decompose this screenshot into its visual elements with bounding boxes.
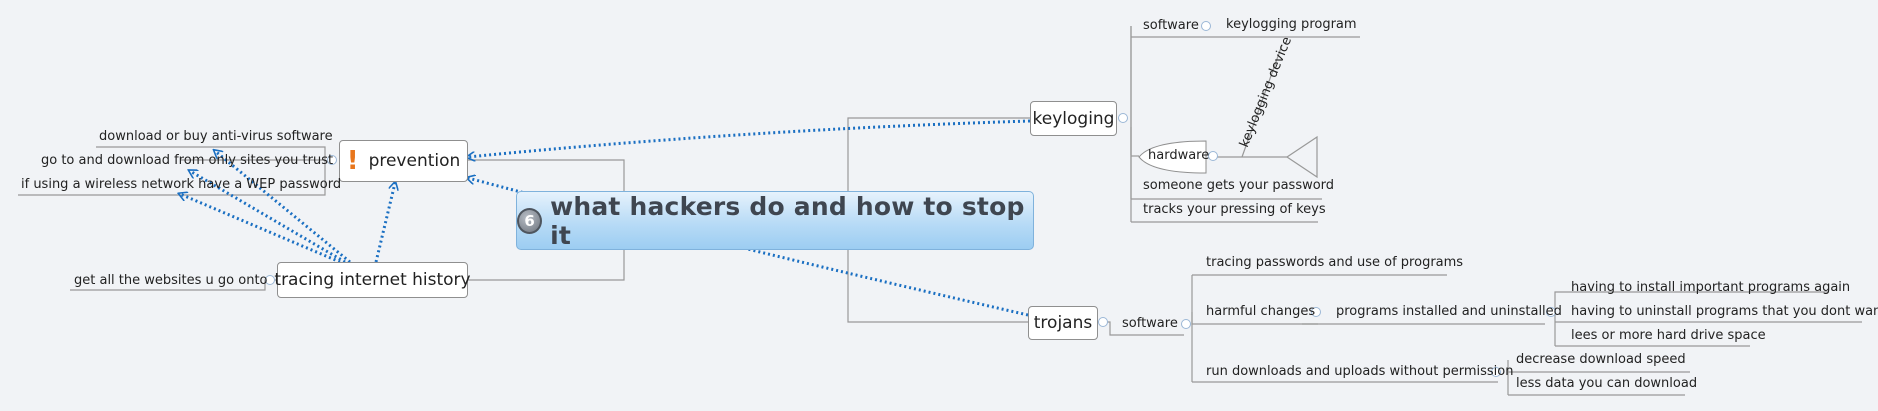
hardware-node-shape — [1138, 140, 1207, 174]
topic-trojans[interactable]: trojans — [1028, 306, 1098, 340]
topic-keyloging-label: keyloging — [1032, 108, 1115, 129]
priority-6-icon: 6 — [517, 207, 543, 234]
central-topic-title: what hackers do and how to stop it — [550, 191, 1025, 250]
program-effect-drive-space[interactable]: lees or more hard drive space — [1571, 328, 1766, 343]
program-effect-uninstall[interactable]: having to uninstall programs that you do… — [1571, 304, 1878, 319]
topic-prevention-label: prevention — [368, 151, 461, 171]
exclamation-icon: ! — [346, 146, 359, 176]
prevention-item-trusted-sites[interactable]: go to and download from only sites you t… — [41, 153, 334, 168]
keyloging-software-label[interactable]: software — [1143, 18, 1199, 33]
download-effect-speed[interactable]: decrease download speed — [1516, 352, 1686, 367]
prevention-item-wep-password[interactable]: if using a wireless network have a WEP p… — [21, 177, 342, 192]
keyloging-item-password[interactable]: someone gets your password — [1143, 178, 1335, 193]
program-effect-install[interactable]: having to install important programs aga… — [1571, 280, 1851, 295]
keyloging-item-keys[interactable]: tracks your pressing of keys — [1143, 202, 1326, 217]
trojans-item-downloads[interactable]: run downloads and uploads without permis… — [1206, 364, 1514, 379]
topic-tracing-label: tracing internet history — [274, 270, 471, 290]
prevention-item-antivirus[interactable]: download or buy anti-virus software — [99, 129, 333, 144]
topic-prevention[interactable]: ! prevention — [339, 140, 468, 182]
trojans-item-harmful[interactable]: harmful changes — [1206, 304, 1316, 319]
topic-tracing-internet-history[interactable]: tracing internet history — [274, 262, 471, 298]
topic-keyloging[interactable]: keyloging — [1030, 101, 1117, 136]
download-effect-data[interactable]: less data you can download — [1516, 376, 1698, 391]
tracing-item-websites[interactable]: get all the websites u go onto — [74, 273, 268, 288]
trojans-item-tracing[interactable]: tracing passwords and use of programs — [1206, 255, 1464, 270]
central-topic[interactable]: 6 what hackers do and how to stop it — [516, 191, 1034, 250]
keyloging-software-item[interactable]: keylogging program — [1226, 17, 1357, 32]
topic-trojans-label: trojans — [1033, 313, 1093, 333]
keyloging-hardware-label[interactable]: hardware — [1148, 148, 1210, 163]
trojans-item-programs[interactable]: programs installed and uninstalled — [1336, 304, 1562, 319]
trojans-software-label[interactable]: software — [1122, 316, 1178, 331]
